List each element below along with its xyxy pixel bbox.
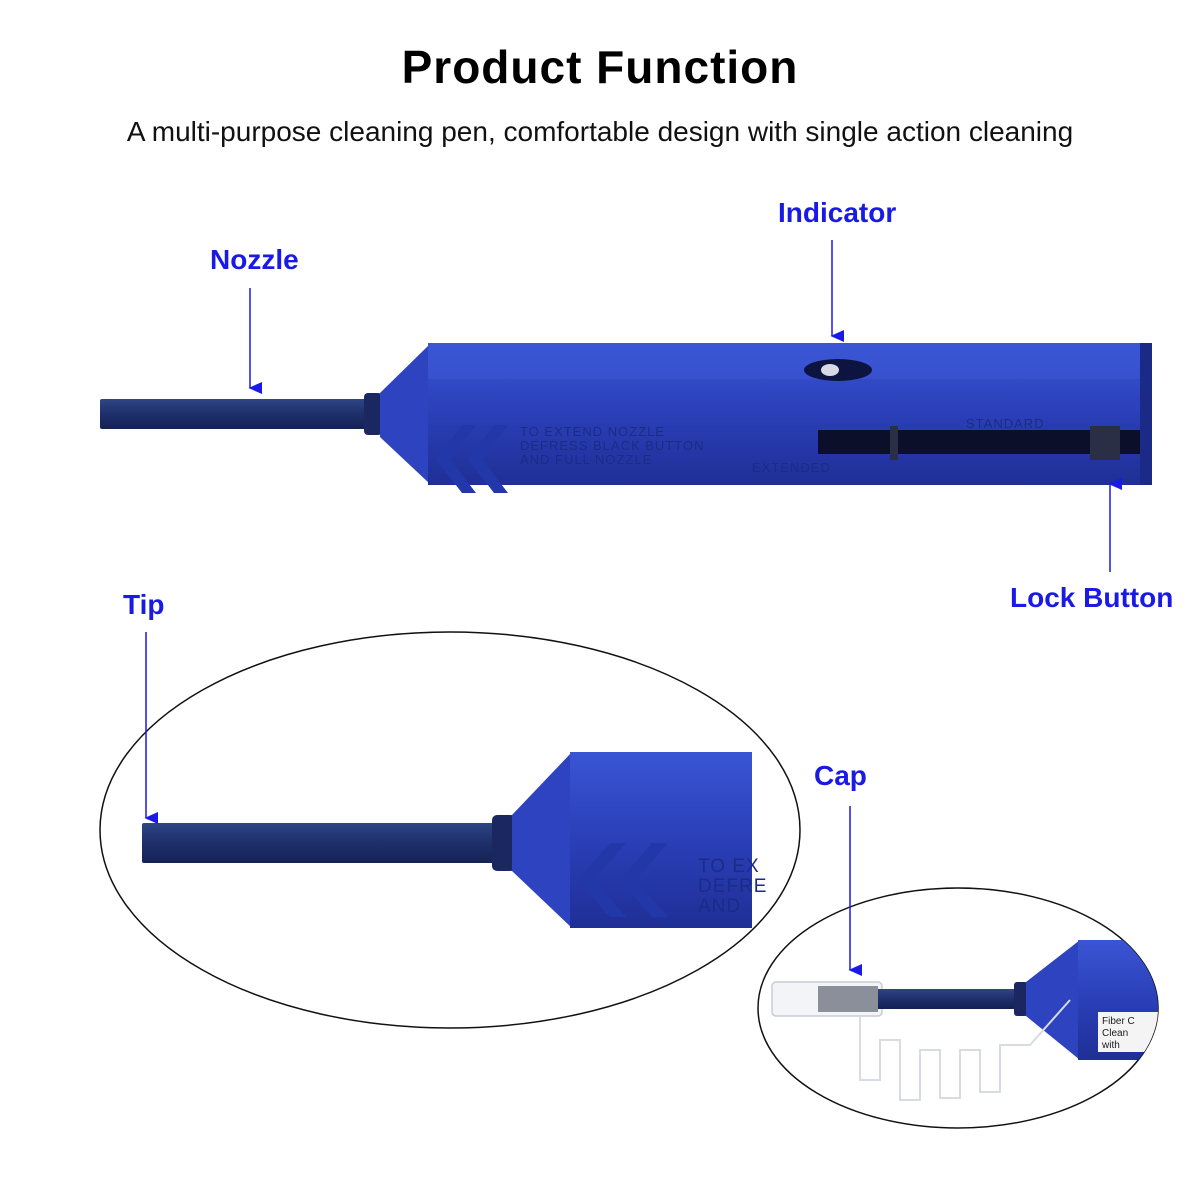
cap-callout-label: Cap (814, 760, 867, 791)
nozzle-callout-label: Nozzle (210, 244, 299, 275)
lock-slot (818, 430, 1140, 454)
tip-callout-label: Tip (123, 589, 165, 620)
page-title: Product Function (401, 41, 799, 93)
zoom-chevron-arrows-icon (578, 843, 668, 917)
package-label-line1: Fiber C (1102, 1016, 1135, 1027)
package-label-line3: with (1101, 1040, 1120, 1051)
main-pen: TO EXTEND NOZZLE DEFRESS BLACK BUTTON AN… (100, 343, 1152, 493)
pen-cone (380, 344, 430, 484)
pen-collar (364, 393, 382, 435)
zoomed-pen-tip: TO EX DEFRE AND (142, 752, 767, 928)
tip-zoom-ellipse (99, 631, 801, 1029)
pen-instruction-line3: AND FULL NOZZLE (520, 452, 652, 467)
lock-button (1090, 426, 1120, 460)
cap-detail: Fiber C Clean with (771, 940, 1158, 1101)
extended-marking: EXTENDED (752, 460, 831, 475)
zoom-marking-line1: TO EX (698, 856, 760, 877)
chevron-arrows-icon (436, 425, 508, 493)
standard-marking: STANDARD (966, 416, 1045, 431)
pen-nozzle (100, 399, 372, 429)
zoom-marking-line3: AND (698, 896, 741, 917)
page-subtitle: A multi-purpose cleaning pen, comfortabl… (126, 116, 1074, 147)
tether-string (859, 999, 1071, 1101)
zoom-marking-line2: DEFRE (698, 876, 767, 897)
lock-button-callout-label: Lock Button (1010, 582, 1174, 613)
package-label-line2: Clean (1102, 1028, 1128, 1039)
pen-instruction-line2: DEFRESS BLACK BUTTON (520, 438, 704, 453)
indicator-callout-label: Indicator (778, 197, 897, 228)
pen-instruction-line1: TO EXTEND NOZZLE (520, 424, 665, 439)
